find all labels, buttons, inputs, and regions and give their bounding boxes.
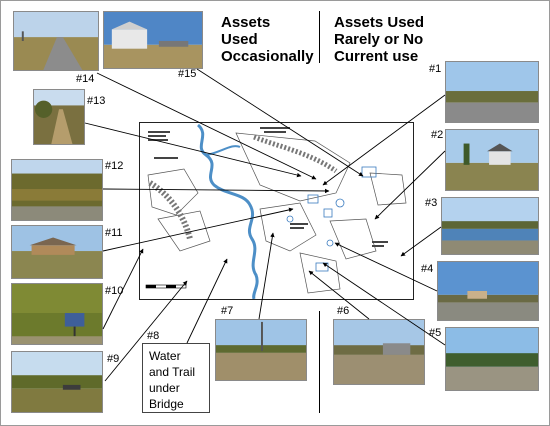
photo-14-label: #14 <box>76 73 95 85</box>
photo-9-label: #9 <box>107 353 120 365</box>
heading-occasional-line3: Occasionally <box>221 48 314 65</box>
photo-3-water <box>441 197 539 255</box>
photo-15-buildings <box>103 11 203 69</box>
heading-occasional-line1: Assets <box>221 14 271 31</box>
photo-12-label: #12 <box>105 160 124 172</box>
photo-5-label: #5 <box>429 327 442 339</box>
site-map <box>139 122 414 300</box>
column-divider-lower <box>319 311 320 413</box>
photo-2-house <box>445 129 539 191</box>
photo-6-label: #6 <box>337 305 350 317</box>
photo-11-house <box>11 225 103 279</box>
photo-2-label: #2 <box>431 129 444 141</box>
photo-10-label: #10 <box>105 285 124 297</box>
photo-10-sign <box>11 283 103 345</box>
heading-occasional-line2: Used <box>221 31 258 48</box>
photo-11-label: #11 <box>105 227 123 239</box>
heading-occasional: Assets Used Occasionally <box>221 14 314 65</box>
scale-bar <box>145 284 187 289</box>
photo-4-label: #4 <box>421 263 434 275</box>
photo-7-label: #7 <box>221 305 234 317</box>
site-map-drawing <box>145 123 407 299</box>
photo-3-label: #3 <box>425 197 438 209</box>
caption-line2: and Trail <box>149 365 196 379</box>
photo-9-field <box>11 351 103 413</box>
road-lots-2 <box>253 134 338 174</box>
photo-7-lot <box>215 319 307 381</box>
photo-15-label: #15 <box>178 68 197 80</box>
heading-rare-line2: Rarely or No <box>334 31 424 48</box>
photo-8-caption: Water and Trail under Bridge <box>142 343 210 413</box>
photo-4-lot <box>437 261 539 321</box>
caption-line1: Water <box>149 349 181 363</box>
photo-6-buildings <box>333 319 425 385</box>
heading-rare: Assets Used Rarely or No Current use <box>334 14 424 65</box>
river <box>196 123 259 299</box>
photo-5-trees <box>445 327 539 391</box>
column-divider <box>319 11 320 63</box>
caption-line3: under <box>149 381 180 395</box>
caption-line4: Bridge <box>149 397 184 411</box>
heading-rare-line1: Assets Used <box>334 14 425 31</box>
river-branch <box>205 145 241 156</box>
photo-14-road <box>13 11 99 71</box>
heading-rare-line3: Current use <box>334 48 419 65</box>
photo-13-label: #13 <box>87 95 106 107</box>
photo-8-label: #8 <box>147 330 160 342</box>
photo-1-field <box>445 61 539 123</box>
map-annotations <box>148 127 388 247</box>
road-lots <box>148 180 193 240</box>
photo-12-trees <box>11 159 103 221</box>
photo-13-trail <box>33 89 85 145</box>
parcel-lines <box>147 132 407 294</box>
photo-1-label: #1 <box>429 63 442 75</box>
